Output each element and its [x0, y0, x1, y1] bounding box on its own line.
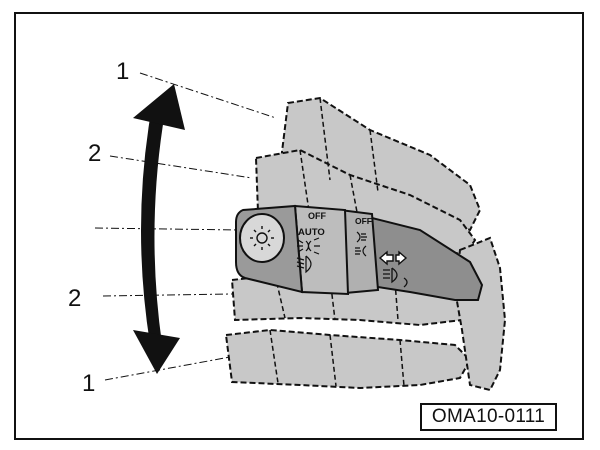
leader-line-bottom-1	[104, 356, 231, 381]
auto-label: AUTO	[298, 227, 325, 238]
high-beam-icon	[383, 267, 408, 288]
leader-line-top-1	[139, 72, 277, 119]
headlight-switch-icon	[250, 226, 274, 250]
arrow-head-up-icon	[133, 84, 185, 130]
off-label-fog: OFF	[355, 216, 372, 226]
turn-signal-arrows-icon	[378, 250, 408, 266]
leader-line-lower-2	[102, 293, 233, 297]
reference-code: OMA10-0111	[420, 403, 557, 431]
leader-line-upper-2	[109, 155, 253, 179]
leader-line-center	[94, 227, 241, 231]
lever-stalk	[358, 213, 484, 301]
movement-arrow	[133, 84, 185, 374]
ghost-lever-up-1	[278, 96, 482, 232]
lever-end-cap	[239, 213, 285, 263]
low-beam-icon	[296, 255, 312, 274]
callout-bottom-1: 1	[82, 370, 96, 397]
callout-top-1: 1	[116, 58, 130, 85]
off-label-main: OFF	[308, 211, 326, 221]
rear-fog-icon	[355, 245, 367, 257]
ghost-lever-down-1	[224, 328, 472, 390]
front-fog-icon	[356, 231, 367, 243]
leader-lines	[94, 72, 277, 381]
callout-lower-2: 2	[68, 285, 82, 312]
main-lever	[235, 204, 484, 301]
arrow-head-down-icon	[133, 330, 180, 374]
callout-upper-2: 2	[88, 140, 102, 167]
parking-light-icon	[297, 237, 320, 255]
arrow-shaft	[141, 118, 164, 344]
